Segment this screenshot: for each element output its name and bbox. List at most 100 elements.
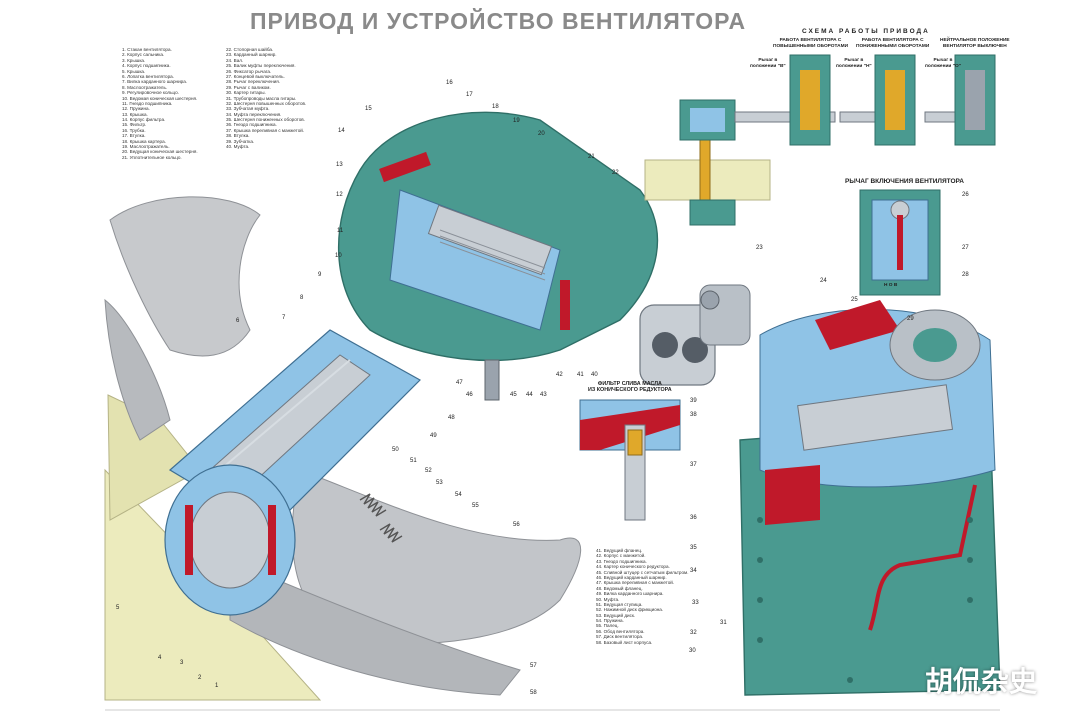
legend-line: 13. Крышка. (122, 111, 148, 117)
legend-line: 5. Крышка. (122, 68, 146, 74)
legend-line: 47. Крышка переливная с манжетой. (596, 580, 675, 586)
callout-31: 31 (720, 620, 727, 626)
legend-line: 21. Уплотнительное кольцо. (122, 154, 182, 160)
legend-line: 25. Валик муфты переключения. (226, 63, 296, 69)
callout-2: 2 (198, 675, 202, 681)
callout-53: 53 (436, 480, 443, 486)
callout-15: 15 (365, 106, 372, 112)
legend-line: 54. Пружина. (596, 618, 624, 624)
legend-line: 36. Гнездо подшипника. (226, 122, 277, 128)
legend-line: 34. Муфта переключения. (226, 111, 282, 117)
callout-12: 12 (336, 192, 343, 198)
cardan-joint-middle (639, 284, 751, 386)
callout-34: 34 (690, 568, 697, 574)
legend-line: 20. Ведущая коническая шестерня. (122, 149, 198, 155)
legend-line: 39. Зубчатка. (226, 138, 255, 144)
callout-3: 3 (180, 660, 184, 666)
callout-7: 7 (282, 315, 286, 321)
callout-35: 35 (690, 545, 697, 551)
legend-line: 23. Карданный шарнир. (226, 52, 277, 58)
legend-line: 55. Палец. (596, 623, 619, 629)
callout-32: 32 (690, 630, 697, 636)
callout-25: 25 (851, 297, 858, 303)
callout-43: 43 (540, 392, 547, 398)
legend-line: 7. Вилка карданного шарнира. (122, 79, 188, 85)
legend-line: 24. Вал. (226, 57, 244, 63)
callout-40: 40 (591, 372, 598, 378)
callout-18: 18 (492, 104, 499, 110)
callout-13: 13 (336, 162, 343, 168)
legend-line: 49. Вилка карданного шарнира. (596, 591, 664, 597)
legend-line: 6. Лопатка вентилятора. (122, 73, 174, 79)
callout-5: 5 (116, 605, 120, 611)
lever-panel (859, 189, 941, 296)
legend-line: 27. Концевой выключатель. (226, 73, 285, 79)
scheme-caption-line: НЕЙТРАЛЬНОЕ ПОЛОЖЕНИЕ (940, 38, 1010, 43)
lever-caption-line: положении "В" (750, 63, 786, 69)
callout-16: 16 (446, 80, 453, 86)
fan-blade-upper (109, 196, 261, 357)
watermark: 胡侃杂史 (925, 665, 1038, 698)
callout-51: 51 (410, 458, 417, 464)
poster-title: ПРИВОД И УСТРОЙСТВО ВЕНТИЛЯТОРА (250, 8, 747, 34)
clutch-springs (359, 493, 403, 543)
lever-panel-title: РЫЧАГ ВКЛЮЧЕНИЯ ВЕНТИЛЯТОРА (845, 178, 964, 185)
legend-line: 38. Втулка. (226, 133, 250, 139)
legend-line: 43. Гнездо подшипника. (596, 558, 647, 564)
fan-disc (229, 559, 521, 696)
legend-line: 41. Ведущий фланец. (596, 548, 643, 553)
callout-24: 24 (820, 278, 827, 284)
legend-line: 32. Шестерня повышенных оборотов. (226, 100, 307, 106)
callout-55: 55 (472, 503, 479, 509)
callout-30: 30 (689, 648, 696, 654)
legend-line: 28. Рычаг переключения. (226, 79, 280, 85)
fan-blade-left (104, 298, 171, 441)
callout-41: 41 (577, 372, 584, 378)
callout-42: 42 (556, 372, 563, 378)
oil-pipe (868, 484, 977, 631)
callout-48: 48 (448, 415, 455, 421)
parts-legend-41-58: 41. Ведущий фланец.42. Корпус с манжетой… (596, 548, 688, 645)
legend-line: 50. Муфта. (596, 596, 620, 602)
callout-37: 37 (690, 462, 697, 468)
legend-line: 45. Сливной штуцер с сетчатым фильтром. (596, 569, 689, 575)
scheme-caption-line: ВЕНТИЛЯТОР ВЫКЛЮЧЕН (942, 43, 1007, 49)
callout-38: 38 (690, 412, 697, 418)
legend-line: 44. Картер конического редуктора. (596, 564, 670, 570)
legend-line: 52. Нажимной диск фрикциона. (596, 607, 664, 613)
legend-line: 58. Базовый лист корпуса. (596, 639, 653, 645)
parts-legend-1-21: 1. Стакан вентилятора.2. Корпус сальника… (122, 47, 198, 160)
callout-9: 9 (318, 272, 322, 278)
legend-line: 26. Фиксатор рычага. (226, 68, 272, 74)
callout-33: 33 (692, 600, 699, 606)
legend-line: 17. Втулка. (122, 133, 146, 139)
lever-caption-line: Рычаг в (844, 58, 864, 63)
lever-caption-line: положении "Н" (836, 63, 872, 69)
legend-line: 18. Крышка картера. (122, 138, 166, 144)
callout-29: 29 (907, 316, 914, 322)
lever-caption-line: Рычаг в (758, 58, 778, 63)
callout-39: 39 (690, 398, 697, 404)
callout-36: 36 (690, 515, 697, 521)
callout-4: 4 (158, 655, 162, 661)
legend-line: 29. Рычаг с валиком. (226, 84, 271, 90)
callout-11: 11 (337, 228, 344, 234)
callout-8: 8 (300, 295, 304, 301)
scheme-caption-line: РАБОТА ВЕНТИЛЯТОРА С (861, 38, 924, 43)
callout-47: 47 (456, 380, 463, 386)
legend-line: 48. Ведомый фланец. (596, 585, 643, 591)
legend-line: 46. Ведущий карданный шарнир. (596, 574, 667, 580)
legend-line: 33. Зубчатая муфта. (226, 106, 270, 112)
callout-20: 20 (538, 131, 545, 137)
callout-23: 23 (756, 245, 763, 251)
drain-plug (484, 359, 500, 401)
legend-line: 2. Корпус сальника. (122, 52, 165, 58)
scheme-caption-line: РАБОТА ВЕНТИЛЯТОРА С (779, 38, 842, 43)
lever-caption-line: Рычаг в (933, 58, 953, 63)
legend-line: 8. Маслоотражатель. (122, 84, 168, 90)
